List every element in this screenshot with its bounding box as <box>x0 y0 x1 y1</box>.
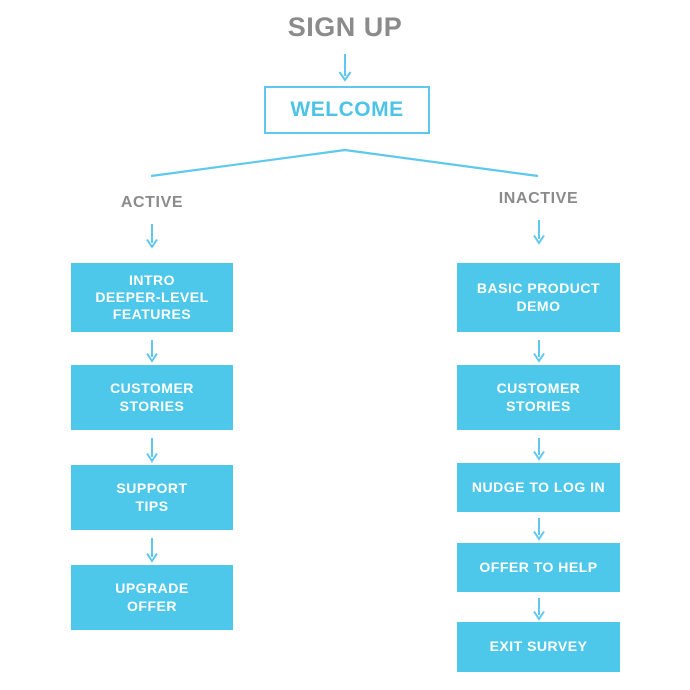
arrow-down-icon-title-to-welcome <box>338 54 352 82</box>
step-box-active-3[interactable]: SUPPORT TIPS <box>71 465 233 530</box>
arrow-down-icon-active-3 <box>146 538 158 563</box>
step-box-inactive-1[interactable]: BASIC PRODUCT DEMO <box>457 263 620 332</box>
step-label-inactive-4: OFFER TO HELP <box>479 558 598 575</box>
branch-label-inactive: INACTIVE <box>498 190 579 207</box>
page-title: SIGN UP <box>287 12 403 42</box>
step-box-inactive-3[interactable]: NUDGE TO LOG IN <box>457 463 620 512</box>
step-label-active-3: SUPPORT TIPS <box>116 480 188 514</box>
arrow-down-icon-inactive-2 <box>533 438 545 461</box>
arrow-down-icon-inactive-4 <box>533 598 545 621</box>
arrow-down-icon-inactive-3 <box>533 518 545 541</box>
step-box-active-2[interactable]: CUSTOMER STORIES <box>71 365 233 430</box>
step-box-inactive-2[interactable]: CUSTOMER STORIES <box>457 365 620 430</box>
step-label-active-1: INTRO DEEPER-LEVEL FEATURES <box>95 271 209 323</box>
step-label-inactive-2: CUSTOMER STORIES <box>496 380 581 414</box>
step-label-inactive-1: BASIC PRODUCT DEMO <box>476 280 601 314</box>
welcome-node[interactable]: WELCOME <box>264 86 430 134</box>
arrow-down-icon-active-2 <box>146 438 158 463</box>
arrow-down-icon-active-1 <box>146 340 158 363</box>
step-box-active-4[interactable]: UPGRADE OFFER <box>71 565 233 630</box>
step-label-active-4: UPGRADE OFFER <box>115 580 189 614</box>
arrow-down-icon-active-0 <box>146 224 158 249</box>
step-box-inactive-5[interactable]: EXIT SURVEY <box>457 622 620 672</box>
branch-connector <box>150 148 539 178</box>
step-box-active-1[interactable]: INTRO DEEPER-LEVEL FEATURES <box>71 263 233 332</box>
arrow-down-icon-inactive-1 <box>533 340 545 363</box>
step-box-inactive-4[interactable]: OFFER TO HELP <box>457 543 620 592</box>
step-label-active-2: CUSTOMER STORIES <box>110 380 194 414</box>
arrow-down-icon-inactive-0 <box>533 220 545 245</box>
step-label-inactive-5: EXIT SURVEY <box>489 638 588 655</box>
step-label-inactive-3: NUDGE TO LOG IN <box>471 478 606 495</box>
welcome-node-label: WELCOME <box>290 98 404 121</box>
branch-label-active: ACTIVE <box>120 194 184 211</box>
